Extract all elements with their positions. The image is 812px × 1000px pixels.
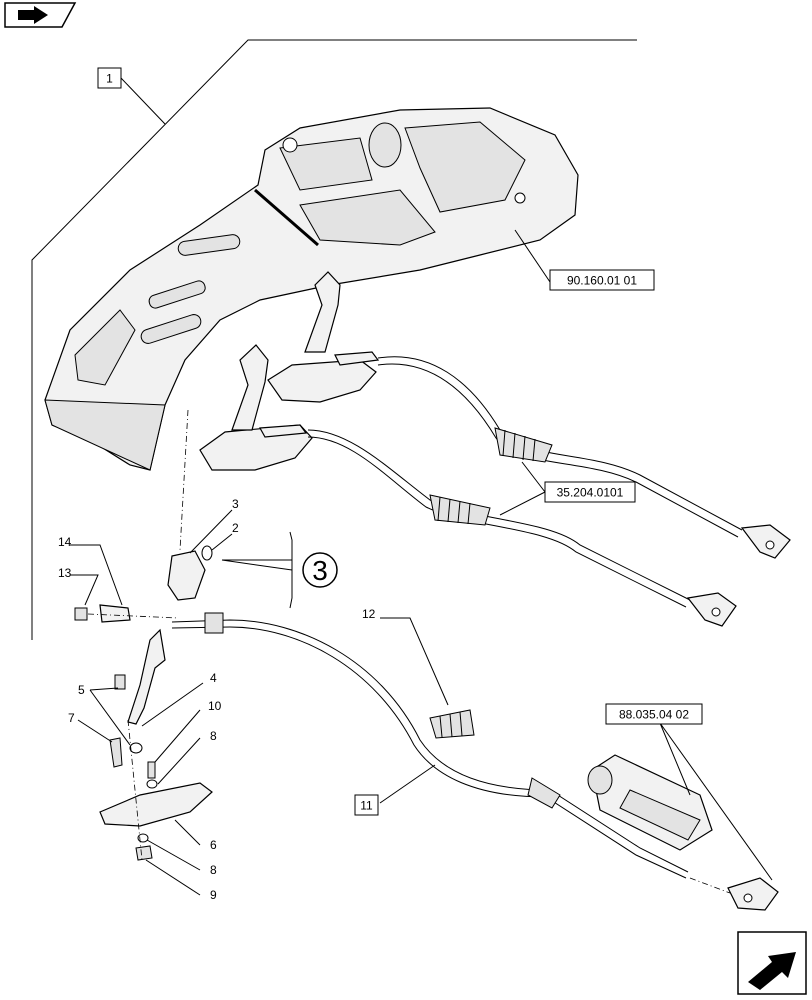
- o-ring-2: [201, 545, 213, 561]
- nut-9: [135, 845, 153, 861]
- washer-5: [129, 742, 143, 754]
- callout-4: 4: [210, 671, 217, 685]
- bolt-7: [109, 737, 123, 768]
- cable-11-a: [171, 619, 689, 873]
- callout-11: 11: [360, 799, 373, 813]
- cable-lower-a: [307, 429, 691, 601]
- bolt-5: [114, 674, 126, 690]
- cable-end-fitting-lower: [686, 592, 737, 627]
- cable-end-fitting-upper: [740, 524, 791, 559]
- fender-console: [44, 107, 579, 471]
- next-page-arrow-icon[interactable]: [737, 931, 807, 995]
- circle-reference-3: [302, 552, 338, 588]
- leader-3: [189, 509, 233, 554]
- callout-2: 2: [232, 521, 239, 535]
- valve-linkage: [727, 877, 779, 911]
- leader-8-top: [157, 737, 201, 785]
- lever-knob-3: [167, 550, 206, 601]
- leader-10: [154, 709, 201, 763]
- leader-9: [145, 859, 201, 896]
- leader-13: [70, 574, 99, 606]
- circle-reference-3-text: 3: [312, 555, 328, 586]
- callout-box-1: [97, 67, 122, 89]
- callout-10: 10: [208, 699, 222, 713]
- callout-5: 5: [78, 683, 85, 697]
- assembly-axis: [179, 409, 189, 551]
- callout-88.035.04-02: 88.035.04 02: [619, 708, 689, 722]
- leader-4: [141, 682, 204, 727]
- callout-box-35.204.0101: [544, 481, 636, 503]
- leader-8-bottom: [146, 839, 201, 871]
- cable-lower-b: [307, 436, 687, 608]
- boot-12: [429, 709, 475, 739]
- leader-2: [211, 533, 233, 551]
- axis-hardware: [127, 719, 143, 861]
- callout-1: 1: [106, 72, 113, 86]
- book-arrow-icon[interactable]: [4, 2, 77, 28]
- leader-6: [174, 819, 201, 846]
- washer-8-bottom: [137, 833, 149, 843]
- screw-10: [147, 761, 156, 779]
- callout-9: 9: [210, 888, 217, 902]
- cable-upper-b: [377, 363, 739, 538]
- callout-35.204.0101: 35.204.0101: [557, 486, 624, 500]
- callout-6: 6: [210, 838, 217, 852]
- callout-box-90.160.01-01: [549, 269, 655, 291]
- axis-13-14: [87, 613, 179, 619]
- callout-8-bottom: 8: [210, 863, 217, 877]
- leader-35.204.0101: [499, 461, 546, 516]
- callout-8-top: 8: [210, 729, 217, 743]
- cable-bellows-upper: [494, 427, 553, 463]
- pin-13: [74, 607, 88, 621]
- lever-rod: [127, 628, 166, 725]
- leader-88.035.04-02: [659, 722, 773, 881]
- callout-box-88.035.04-02: [605, 703, 703, 725]
- group-bracket-line: [31, 39, 637, 640]
- callout-7: 7: [68, 711, 75, 725]
- leader-1: [120, 77, 166, 125]
- callout-box-11: [354, 794, 379, 816]
- callout-90.160.01-01: 90.160.01 01: [567, 274, 637, 288]
- leader-7: [77, 719, 113, 743]
- lever-assembly-lower: [199, 344, 313, 471]
- control-valve: [587, 754, 713, 851]
- cable-11-bellows: [527, 777, 561, 809]
- cable-11-b: [171, 626, 687, 879]
- cable-11-end: [204, 612, 224, 634]
- washer-8-top: [146, 779, 158, 789]
- callout-3: 3: [232, 497, 239, 511]
- callout-12: 12: [362, 607, 376, 621]
- callout-14: 14: [58, 535, 72, 549]
- lever-assembly-upper: [267, 271, 380, 403]
- cable-bellows-lower: [429, 494, 491, 526]
- leader-11: [379, 764, 436, 804]
- leader-to-circle-3: [221, 559, 293, 571]
- bracket-circle-3: [289, 531, 293, 609]
- leader-5: [89, 687, 131, 746]
- clevis-14: [99, 604, 131, 623]
- bracket-6: [99, 782, 213, 827]
- leader-14: [70, 544, 123, 606]
- leader-90.160.01-01: [514, 229, 551, 283]
- axis-valve: [689, 877, 731, 894]
- leader-12: [380, 617, 449, 706]
- callout-13: 13: [58, 566, 72, 580]
